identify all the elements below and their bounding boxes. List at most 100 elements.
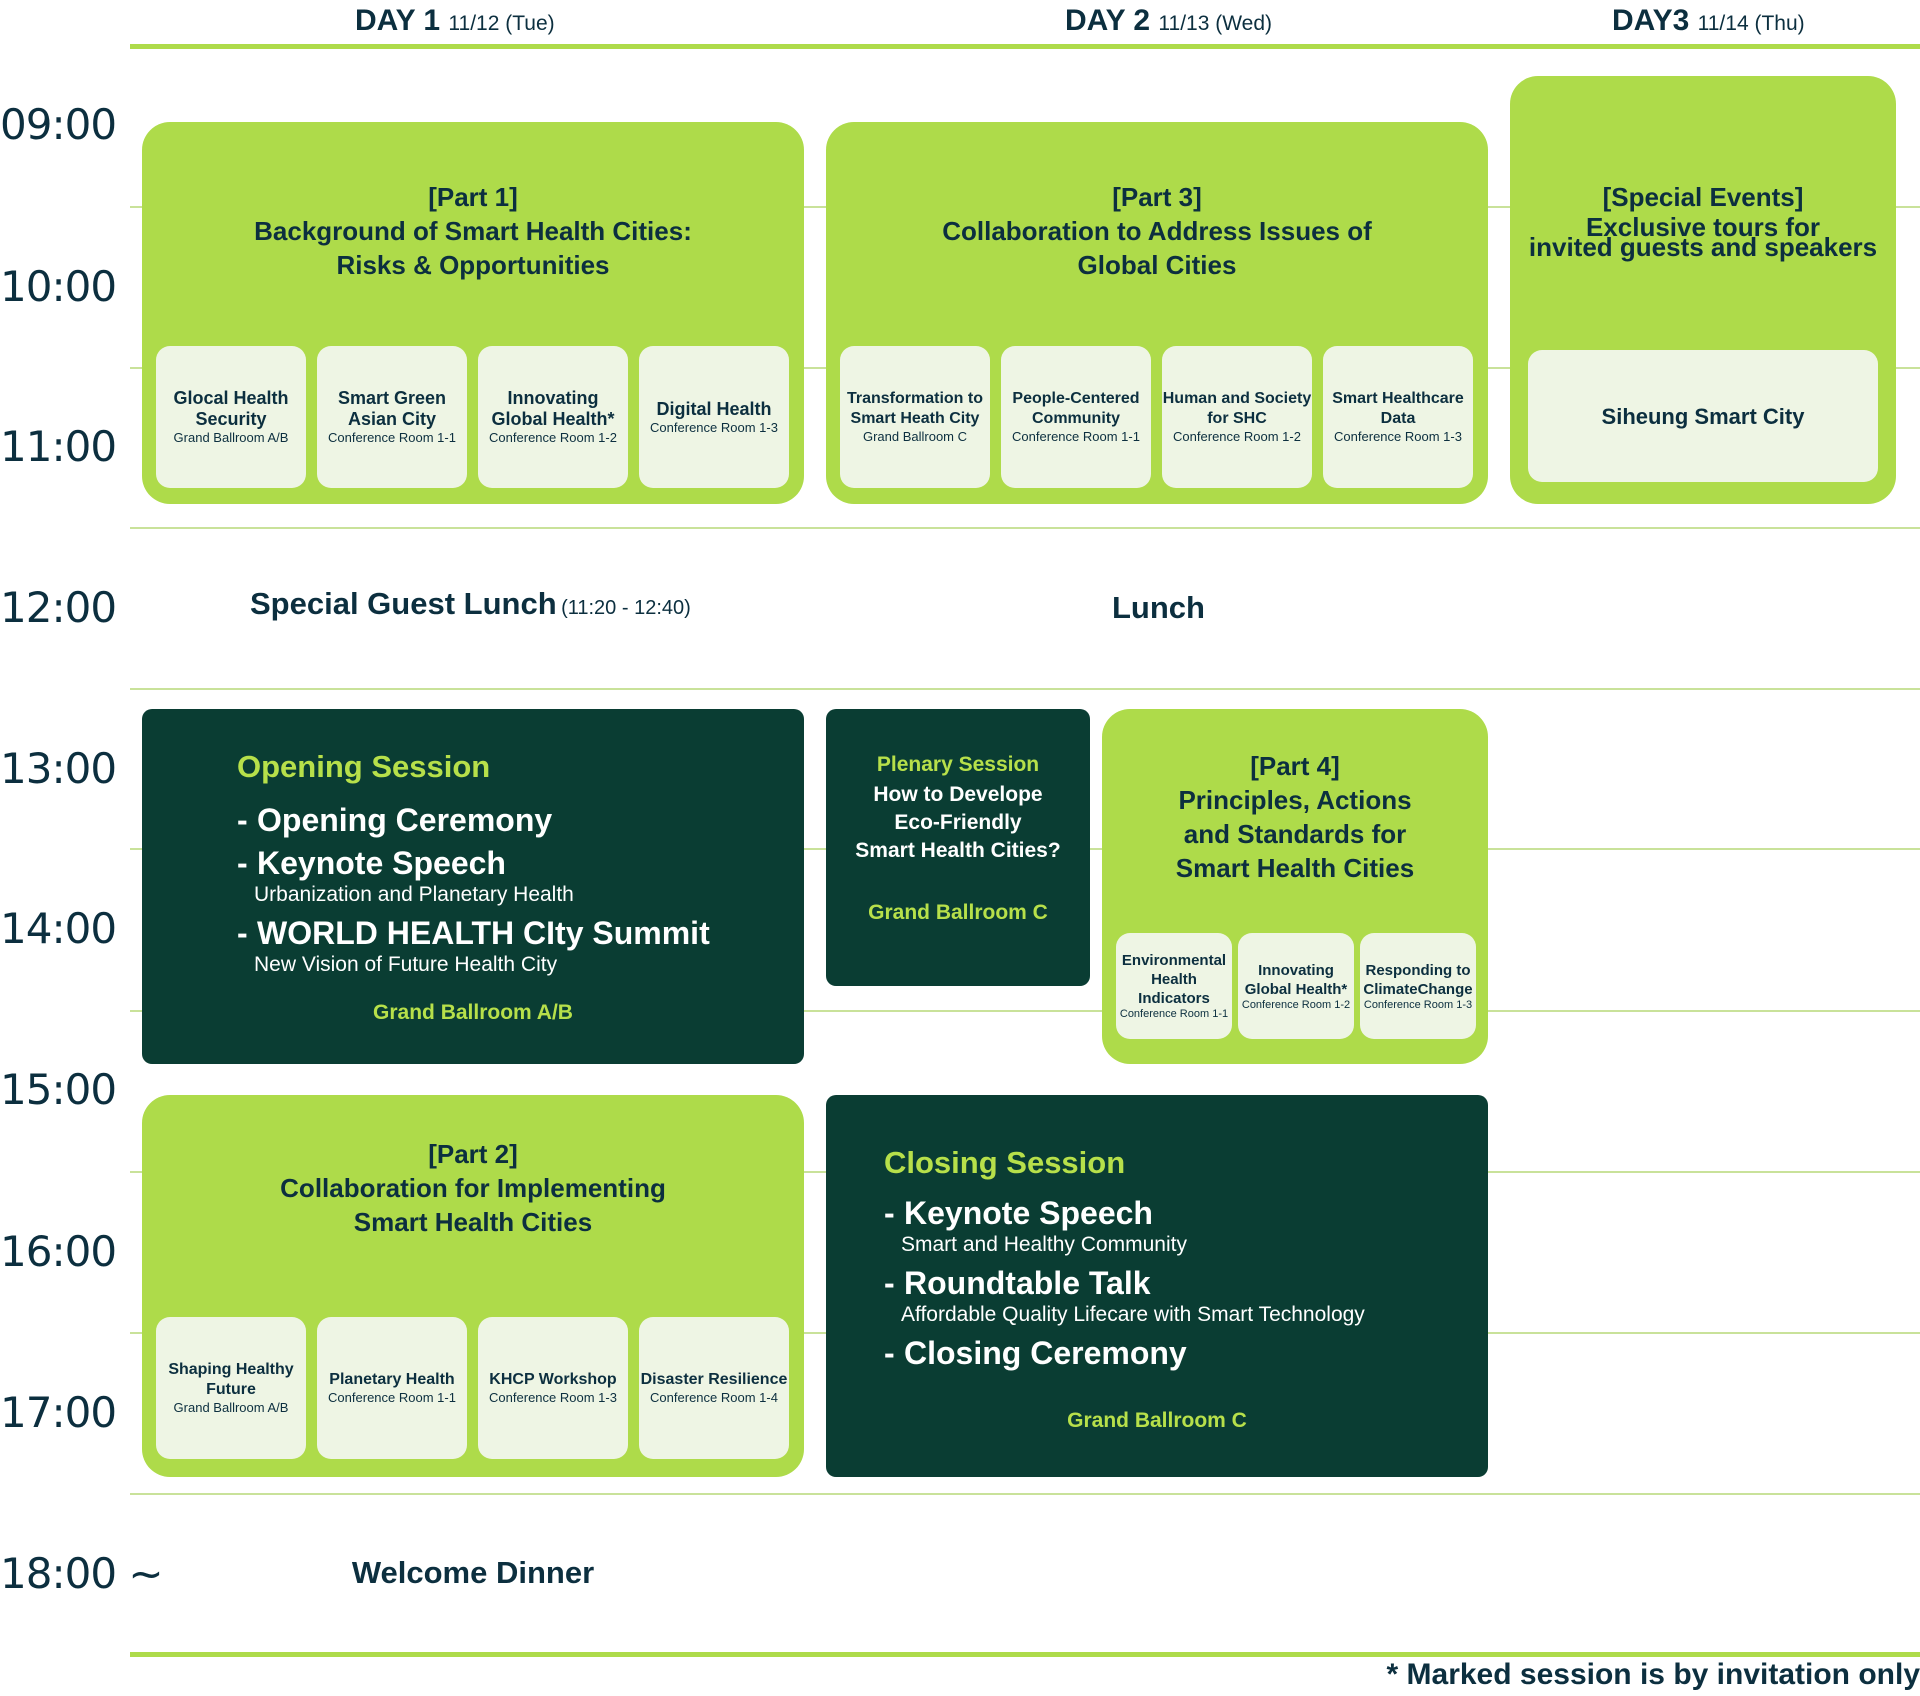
gridline — [130, 527, 1920, 529]
plenary-line: How to Develope — [873, 783, 1043, 806]
closing-session-block[interactable]: Closing Session -Keynote Speech Smart an… — [826, 1095, 1488, 1477]
part4-title-line: Smart Health Cities — [1175, 853, 1415, 883]
session-title: Innovating — [507, 388, 599, 408]
part4-block[interactable]: [Part 4] Principles, Actions and Standar… — [1102, 709, 1488, 1064]
time-label: 12:00 — [0, 583, 117, 632]
opening-session-block[interactable]: Opening Session -Opening Ceremony -Keyno… — [142, 709, 804, 1064]
opening-items: -Opening Ceremony -Keynote Speech Urbani… — [237, 801, 710, 977]
plenary-session-block[interactable]: Plenary Session How to Develope Eco-Frie… — [826, 709, 1090, 986]
session-room: Grand Ballroom A/B — [173, 1400, 289, 1415]
day1-header: DAY 1 11/12 (Tue) — [355, 4, 555, 38]
session-room: Conference Room 1-3 — [1363, 998, 1473, 1011]
time-label: 10:00 — [0, 262, 117, 311]
day2-header: DAY 2 11/13 (Wed) — [1065, 4, 1272, 38]
part2-block[interactable]: [Part 2] Collaboration for Implementing … — [142, 1095, 804, 1477]
lunch-label: Special Guest Lunch — [250, 586, 557, 621]
plenary-line: Smart Health Cities? — [855, 839, 1061, 862]
session-room: Conference Room 1-3 — [650, 419, 778, 435]
session-title: for SHC — [1207, 410, 1267, 427]
footer-divider — [130, 1652, 1920, 1657]
session-title: Responding to — [1365, 961, 1471, 979]
session-title: Human and Society — [1162, 390, 1312, 407]
time-label: 18:00 ~ — [0, 1549, 164, 1598]
day2-date: 11/13 (Wed) — [1158, 12, 1273, 35]
gridline — [130, 688, 1920, 690]
part3-title-line: Collaboration to Address Issues of — [942, 216, 1372, 246]
day3-date: 11/14 (Thu) — [1697, 12, 1805, 35]
session-title: People-Centered — [1012, 390, 1140, 407]
session-card[interactable]: KHCP Workshop Conference Room 1-3 — [478, 1317, 628, 1459]
time-label: 16:00 — [0, 1227, 117, 1276]
special-events-block[interactable]: [Special Events] Exclusive tours for inv… — [1510, 76, 1896, 504]
session-title: Indicators — [1138, 990, 1210, 1007]
header-divider — [130, 44, 1920, 49]
session-room: Conference Room 1-3 — [1334, 429, 1462, 444]
special-events-title: [Special Events] Exclusive tours for inv… — [1510, 182, 1896, 262]
session-card[interactable]: Siheung Smart City — [1528, 350, 1878, 482]
closing-items: -Keynote Speech Smart and Healthy Commun… — [884, 1193, 1365, 1373]
session-room: Conference Room 1-2 — [1173, 429, 1301, 444]
session-title: Security — [195, 409, 267, 429]
session-title: Global Health* — [1244, 980, 1348, 998]
time-label: 09:00 — [0, 100, 117, 149]
session-room: Conference Room 1-1 — [328, 1390, 456, 1405]
day1-label: DAY 1 — [355, 4, 441, 37]
session-card[interactable]: Digital Health Conference Room 1-3 — [639, 346, 789, 488]
agenda-item: -WORLD HEALTH CIty Summit — [237, 915, 710, 951]
session-title: Future — [206, 1381, 256, 1398]
day3-label: DAY3 — [1612, 4, 1690, 37]
session-title: Global Health* — [491, 409, 615, 429]
part4-title-line: Principles, Actions — [1178, 785, 1412, 815]
part2-title: [Part 2] Collaboration for Implementing … — [142, 1137, 804, 1239]
plenary-line: Eco-Friendly — [894, 811, 1022, 834]
session-title: Smart Heath City — [850, 410, 980, 427]
time-label: 13:00 — [0, 744, 117, 793]
part3-title-line: [Part 3] — [1112, 182, 1202, 212]
session-card[interactable]: Transformation to Smart Heath City Grand… — [840, 346, 990, 488]
session-card[interactable]: Smart Healthcare Data Conference Room 1-… — [1323, 346, 1473, 488]
session-title: Community — [1032, 410, 1120, 427]
session-card[interactable]: Environmental Health Indicators Conferen… — [1116, 933, 1232, 1039]
agenda-item: -Keynote Speech — [884, 1195, 1153, 1231]
session-title: ClimateChange — [1363, 980, 1473, 998]
special-guest-lunch: Special Guest Lunch (11:20 - 12:40) — [250, 586, 691, 622]
plenary-heading: Plenary Session — [876, 753, 1040, 776]
session-room: Conference Room 1-2 — [1241, 998, 1351, 1011]
closing-heading: Closing Session — [884, 1145, 1126, 1180]
session-card[interactable]: Disaster Resilience Conference Room 1-4 — [639, 1317, 789, 1459]
session-room: Conference Room 1-1 — [328, 430, 456, 445]
closing-room: Grand Ballroom C — [1067, 1409, 1247, 1432]
session-card[interactable]: Shaping Healthy Future Grand Ballroom A/… — [156, 1317, 306, 1459]
session-room: Conference Room 1-3 — [489, 1390, 617, 1405]
session-card[interactable]: Smart Green Asian City Conference Room 1… — [317, 346, 467, 488]
part1-title: [Part 1] Background of Smart Health Citi… — [142, 180, 804, 282]
time-label: 17:00 — [0, 1388, 117, 1437]
part2-title-line: Smart Health Cities — [353, 1207, 593, 1237]
part1-title-line: [Part 1] — [428, 182, 518, 212]
agenda-item: -Keynote Speech — [237, 845, 506, 881]
part1-title-line: Risks & Opportunities — [336, 250, 610, 280]
session-card[interactable]: People-Centered Community Conference Roo… — [1001, 346, 1151, 488]
session-card[interactable]: Planetary Health Conference Room 1-1 — [317, 1317, 467, 1459]
agenda-title: Roundtable Talk — [904, 1265, 1151, 1301]
session-card[interactable]: Glocal Health Security Grand Ballroom A/… — [156, 346, 306, 488]
time-label: 15:00 — [0, 1065, 117, 1114]
session-card[interactable]: Responding to ClimateChange Conference R… — [1360, 933, 1476, 1039]
session-title: Shaping Healthy — [168, 1361, 294, 1378]
opening-room: Grand Ballroom A/B — [373, 1001, 573, 1024]
agenda-item: -Closing Ceremony — [884, 1335, 1187, 1371]
part3-block[interactable]: [Part 3] Collaboration to Address Issues… — [826, 122, 1488, 504]
session-title: Smart Healthcare — [1332, 390, 1464, 407]
session-card[interactable]: Innovating Global Health* Conference Roo… — [1238, 933, 1354, 1039]
special-title-line: Exclusive tours for — [1585, 212, 1821, 242]
session-title: Innovating — [1258, 961, 1334, 979]
part4-title-line: and Standards for — [1183, 819, 1407, 849]
session-card[interactable]: Innovating Global Health* Conference Roo… — [478, 346, 628, 488]
day2-label: DAY 2 — [1065, 4, 1151, 37]
part2-title-line: Collaboration for Implementing — [280, 1173, 666, 1203]
day3-header: DAY3 11/14 (Thu) — [1612, 4, 1805, 38]
session-card[interactable]: Human and Society for SHC Conference Roo… — [1162, 346, 1312, 488]
part4-title: [Part 4] Principles, Actions and Standar… — [1102, 749, 1488, 885]
part1-block[interactable]: [Part 1] Background of Smart Health Citi… — [142, 122, 804, 504]
plenary-lines: How to Develope Eco-Friendly Smart Healt… — [826, 781, 1090, 865]
